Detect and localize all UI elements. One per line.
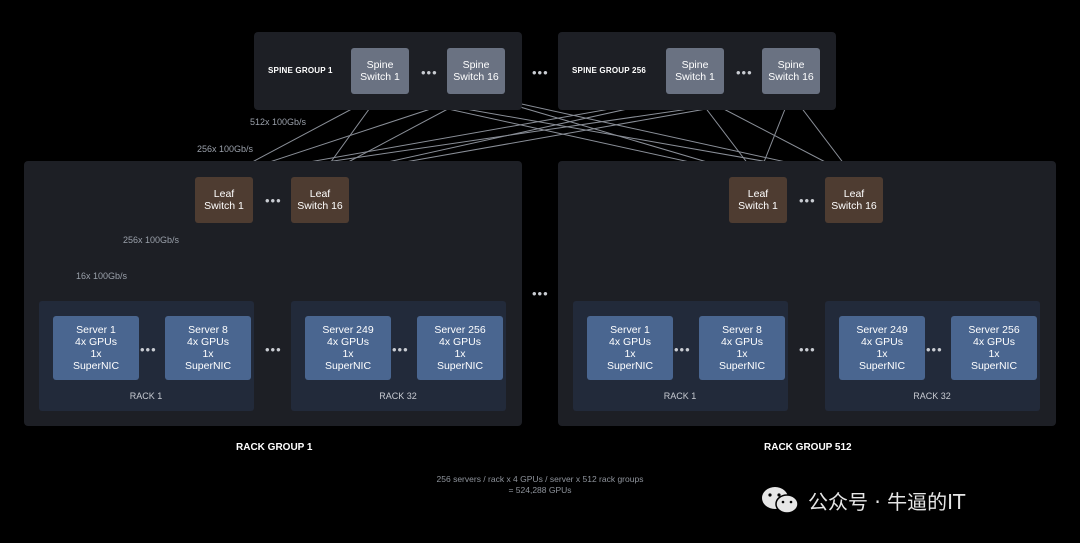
ellipsis: ••• xyxy=(265,342,282,357)
rack-label: RACK 32 xyxy=(913,391,951,401)
switch-line2: Switch 1 xyxy=(675,71,715,83)
server-name: Server 256 xyxy=(434,324,486,336)
footnote-line1: 256 servers / rack x 4 GPUs / server x 5… xyxy=(436,474,644,484)
switch-line1: Leaf xyxy=(309,188,331,200)
rack-group-512-rack-1-server-1: Server 1 4x GPUs 1x SuperNIC xyxy=(587,316,673,380)
rack-group-1-leaf-switch-16: Leaf Switch 16 xyxy=(291,177,349,223)
switch-line2: Switch 16 xyxy=(453,71,499,83)
bandwidth-leaf-up: 256x 100Gb/s xyxy=(197,144,254,154)
ellipsis: ••• xyxy=(674,342,691,357)
rack-group-512-rack-32-server-249: Server 249 4x GPUs 1x SuperNIC xyxy=(839,316,925,380)
ellipsis: ••• xyxy=(392,342,409,357)
server-gpus: 4x GPUs xyxy=(186,336,229,348)
server-nic-count: 1x xyxy=(876,348,888,360)
server-gpus: 4x GPUs xyxy=(438,336,481,348)
watermark-text: 公众号 · 牛逼的IT xyxy=(808,490,966,514)
server-nic-count: 1x xyxy=(342,348,354,360)
server-gpus: 4x GPUs xyxy=(326,336,369,348)
bandwidth-server-link: 16x 100Gb/s xyxy=(76,271,128,281)
bandwidth-leaf-down: 256x 100Gb/s xyxy=(123,235,180,245)
rack-group-1-label: RACK GROUP 1 xyxy=(236,442,313,453)
server-nic-count: 1x xyxy=(736,348,748,360)
server-gpus: 4x GPUs xyxy=(860,336,903,348)
bandwidth-spine-link: 512x 100Gb/s xyxy=(250,117,307,127)
spine-group-1-label: SPINE GROUP 1 xyxy=(268,66,333,75)
switch-line2: Switch 16 xyxy=(768,71,814,83)
switch-line1: Spine xyxy=(366,59,394,71)
ellipsis: ••• xyxy=(799,342,816,357)
ellipsis: ••• xyxy=(140,342,157,357)
server-name: Server 8 xyxy=(722,324,762,336)
server-gpus: 4x GPUs xyxy=(720,336,763,348)
server-name: Server 8 xyxy=(188,324,228,336)
server-name: Server 1 xyxy=(610,324,650,336)
switch-line1: Leaf xyxy=(213,188,235,200)
server-nic: SuperNIC xyxy=(436,360,484,372)
switch-line1: Spine xyxy=(681,59,709,71)
rack-group-1-rack-1-server-1: Server 1 4x GPUs 1x SuperNIC xyxy=(53,316,139,380)
server-nic: SuperNIC xyxy=(324,360,372,372)
spine-group-1-switch-16: Spine Switch 16 xyxy=(447,48,505,94)
switch-line1: Leaf xyxy=(747,188,769,200)
server-name: Server 249 xyxy=(322,324,374,336)
server-nic: SuperNIC xyxy=(718,360,766,372)
server-nic-count: 1x xyxy=(454,348,466,360)
switch-line2: Switch 1 xyxy=(204,200,244,212)
rack-label: RACK 1 xyxy=(663,391,697,401)
ellipsis: ••• xyxy=(799,193,816,208)
server-nic: SuperNIC xyxy=(184,360,232,372)
server-nic-count: 1x xyxy=(624,348,636,360)
server-nic: SuperNIC xyxy=(970,360,1018,372)
server-name: Server 249 xyxy=(856,324,908,336)
gpu-total-footnote: 256 servers / rack x 4 GPUs / server x 5… xyxy=(390,474,690,496)
switch-line2: Switch 16 xyxy=(831,200,877,212)
server-nic: SuperNIC xyxy=(72,360,120,372)
rack-label: RACK 32 xyxy=(379,391,417,401)
rack-group-1-rack-32-server-256: Server 256 4x GPUs 1x SuperNIC xyxy=(417,316,503,380)
server-nic: SuperNIC xyxy=(606,360,654,372)
ellipsis: ••• xyxy=(532,65,549,80)
switch-line2: Switch 1 xyxy=(360,71,400,83)
spine-group-256-switch-16: Spine Switch 16 xyxy=(762,48,820,94)
server-nic-count: 1x xyxy=(988,348,1000,360)
spine-group-256-switch-1: Spine Switch 1 xyxy=(666,48,724,94)
rack-label: RACK 1 xyxy=(129,391,163,401)
server-gpus: 4x GPUs xyxy=(608,336,651,348)
switch-line1: Leaf xyxy=(843,188,865,200)
server-nic-count: 1x xyxy=(90,348,102,360)
footnote-line2: = 524,288 GPUs xyxy=(508,485,572,495)
ellipsis: ••• xyxy=(532,286,549,301)
rack-group-512-leaf-switch-16: Leaf Switch 16 xyxy=(825,177,883,223)
rack-group-1-rack-32-server-249: Server 249 4x GPUs 1x SuperNIC xyxy=(305,316,391,380)
ellipsis: ••• xyxy=(926,342,943,357)
switch-line2: Switch 1 xyxy=(738,200,778,212)
rack-group-512-label: RACK GROUP 512 xyxy=(764,442,852,453)
rack-group-1-leaf-switch-1: Leaf Switch 1 xyxy=(195,177,253,223)
switch-line1: Spine xyxy=(462,59,490,71)
server-gpus: 4x GPUs xyxy=(74,336,117,348)
rack-group-512-leaf-switch-1: Leaf Switch 1 xyxy=(729,177,787,223)
wechat-logo-icon xyxy=(760,485,800,520)
rack-group-1-rack-1-server-8: Server 8 4x GPUs 1x SuperNIC xyxy=(165,316,251,380)
ellipsis: ••• xyxy=(265,193,282,208)
switch-line2: Switch 16 xyxy=(297,200,343,212)
ellipsis: ••• xyxy=(736,65,753,80)
spine-group-1-switch-1: Spine Switch 1 xyxy=(351,48,409,94)
server-name: Server 1 xyxy=(76,324,116,336)
spine-group-256-label: SPINE GROUP 256 xyxy=(572,66,646,75)
switch-line1: Spine xyxy=(777,59,805,71)
rack-group-512-rack-1-server-8: Server 8 4x GPUs 1x SuperNIC xyxy=(699,316,785,380)
server-name: Server 256 xyxy=(968,324,1020,336)
server-nic-count: 1x xyxy=(202,348,214,360)
rack-group-512-rack-32-server-256: Server 256 4x GPUs 1x SuperNIC xyxy=(951,316,1037,380)
server-nic: SuperNIC xyxy=(858,360,906,372)
ellipsis: ••• xyxy=(421,65,438,80)
server-gpus: 4x GPUs xyxy=(972,336,1015,348)
